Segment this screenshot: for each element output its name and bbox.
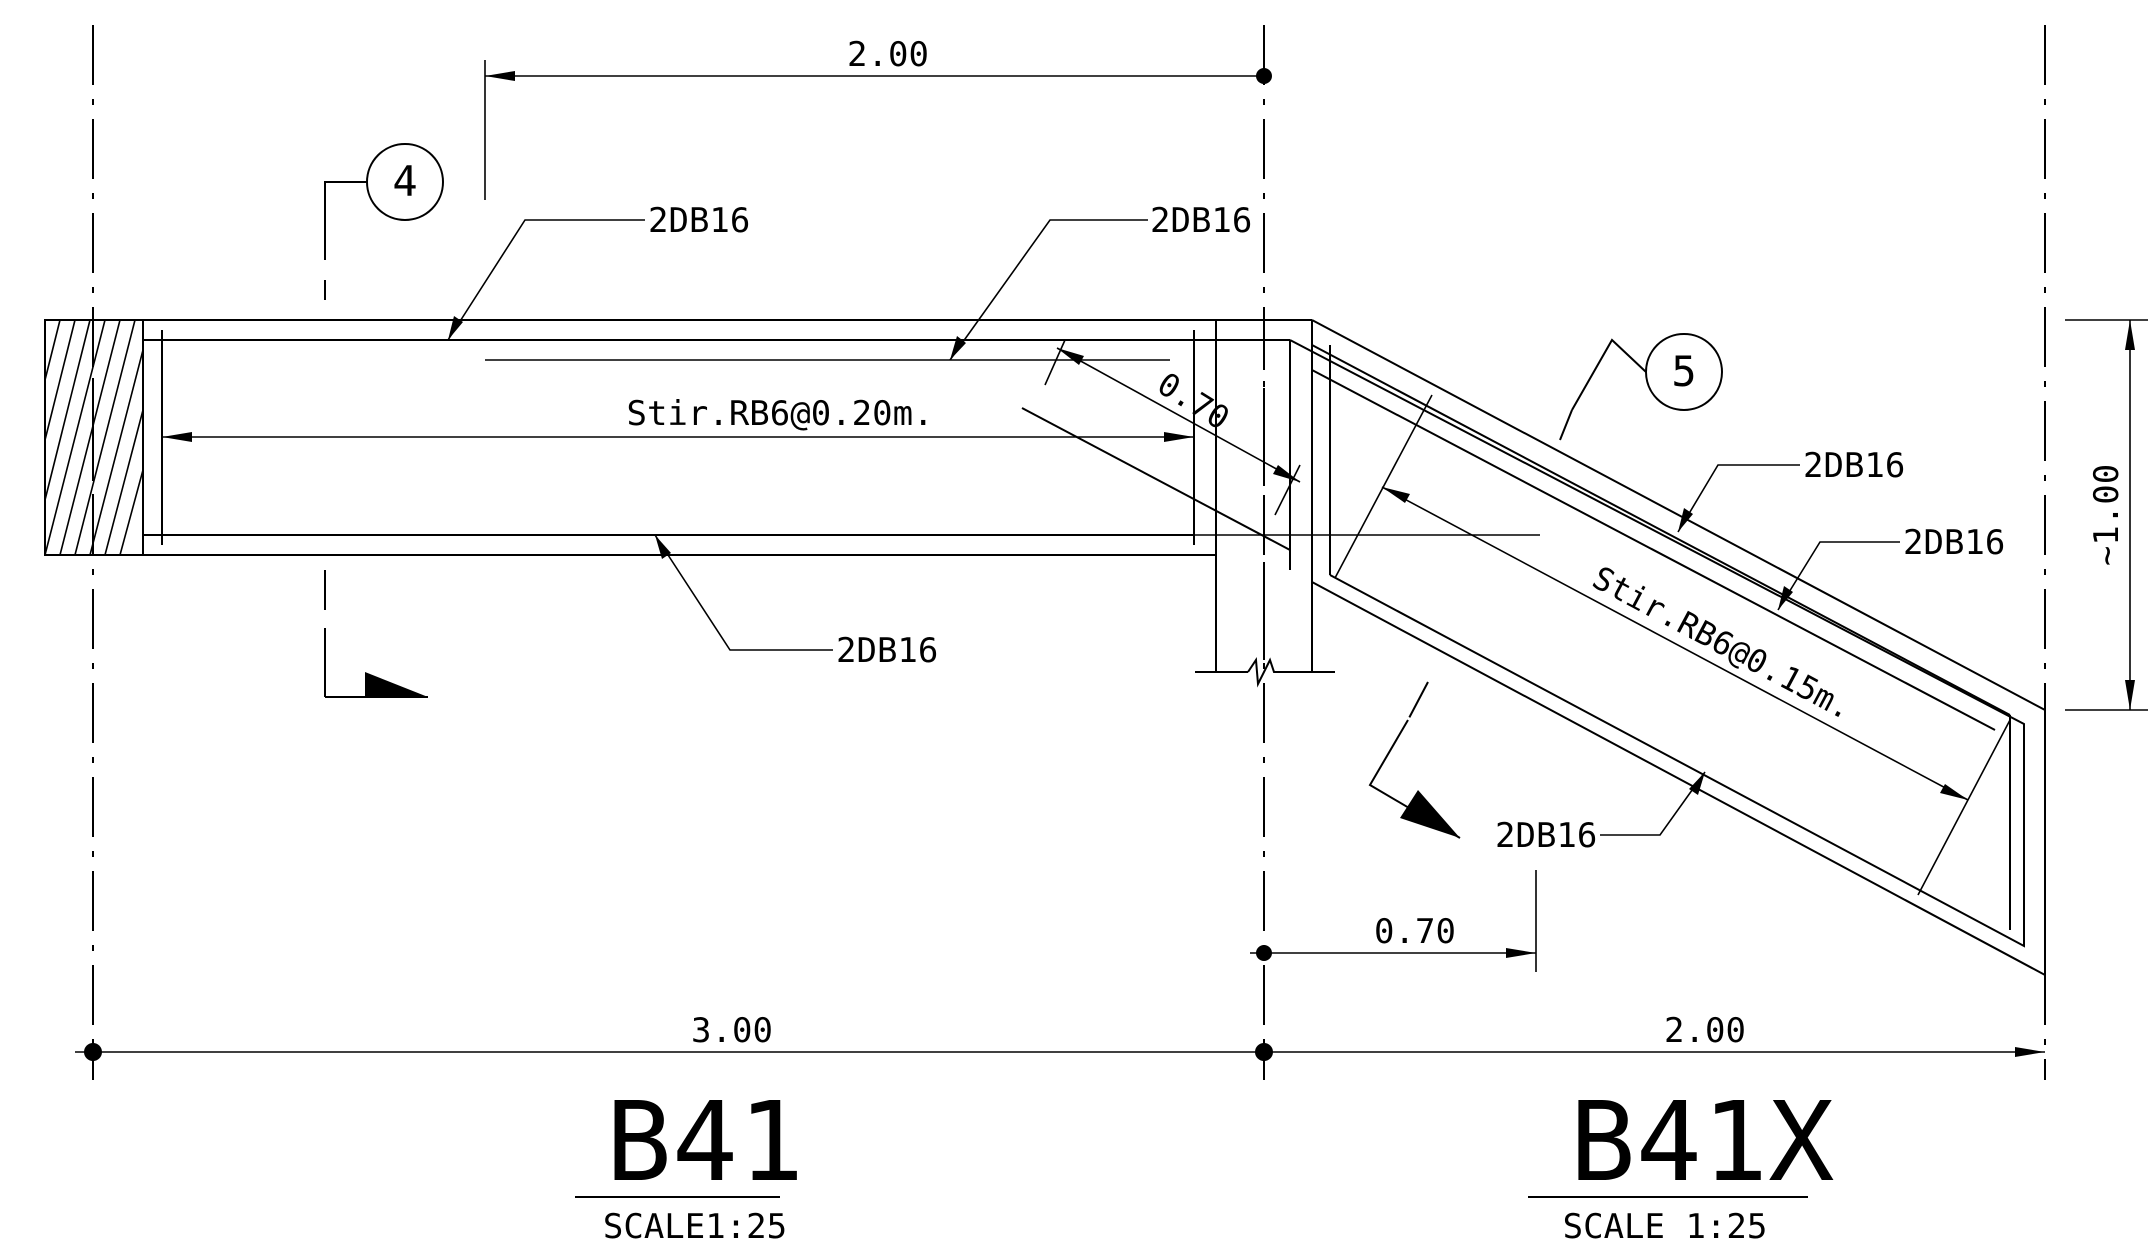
- dimension-offset: 0.70: [1250, 870, 1537, 972]
- title-b41-name: B41: [606, 1078, 805, 1206]
- dimension-offset-label: 0.70: [1374, 912, 1456, 952]
- dimension-top-span-label: 2.00: [847, 35, 929, 75]
- dimension-height: ~1.00: [2065, 319, 2148, 711]
- rebar-label-slope-2: 2DB16: [1903, 523, 2005, 563]
- rebar-leaders: 2DB16 2DB16 2DB16 2DB16 2DB16 2DB16: [447, 201, 2005, 856]
- title-b41x-name: B41X: [1570, 1078, 1835, 1206]
- section-marker-5-label: 5: [1671, 347, 1696, 396]
- rebar-label-slope-bottom: 2DB16: [1495, 816, 1597, 856]
- rebar-label-bottom: 2DB16: [836, 631, 938, 671]
- section-5-direction-arrow: [1400, 790, 1460, 838]
- dimension-top-span: 2.00: [484, 35, 1272, 200]
- dimension-right-span-label: 2.00: [1664, 1011, 1746, 1051]
- beam-b41x: [1021, 319, 2046, 977]
- column-stub: [1195, 320, 1335, 688]
- title-b41x: B41X SCALE 1:25: [1528, 1078, 1834, 1247]
- dimension-bottom: 3.00 2.00: [75, 1011, 2045, 1061]
- grid-lines: [92, 25, 2046, 1080]
- section-marker-4: 4: [324, 143, 444, 698]
- rebar-label-slope-1: 2DB16: [1803, 446, 1905, 486]
- title-b41x-scale: SCALE 1:25: [1563, 1207, 1768, 1247]
- support-wall: [44, 319, 144, 556]
- section-marker-4-label: 4: [392, 157, 417, 206]
- title-b41-scale: SCALE1:25: [603, 1207, 787, 1247]
- stirrup-dimension-b41: Stir.RB6@0.20m.: [162, 394, 1194, 442]
- title-b41: B41 SCALE1:25: [575, 1078, 804, 1247]
- stirrup-label-b41: Stir.RB6@0.20m.: [626, 394, 933, 434]
- section-4-direction-arrow: [365, 672, 428, 697]
- stirrup-label-b41x: Stir.RB6@0.15m.: [1586, 559, 1859, 728]
- dimension-height-label: ~1.00: [2087, 464, 2127, 566]
- section-marker-5: 5: [1368, 333, 1723, 839]
- rebar-label-top-1: 2DB16: [648, 201, 750, 241]
- rebar-label-top-2: 2DB16: [1150, 201, 1252, 241]
- dimension-left-span-label: 3.00: [691, 1011, 773, 1051]
